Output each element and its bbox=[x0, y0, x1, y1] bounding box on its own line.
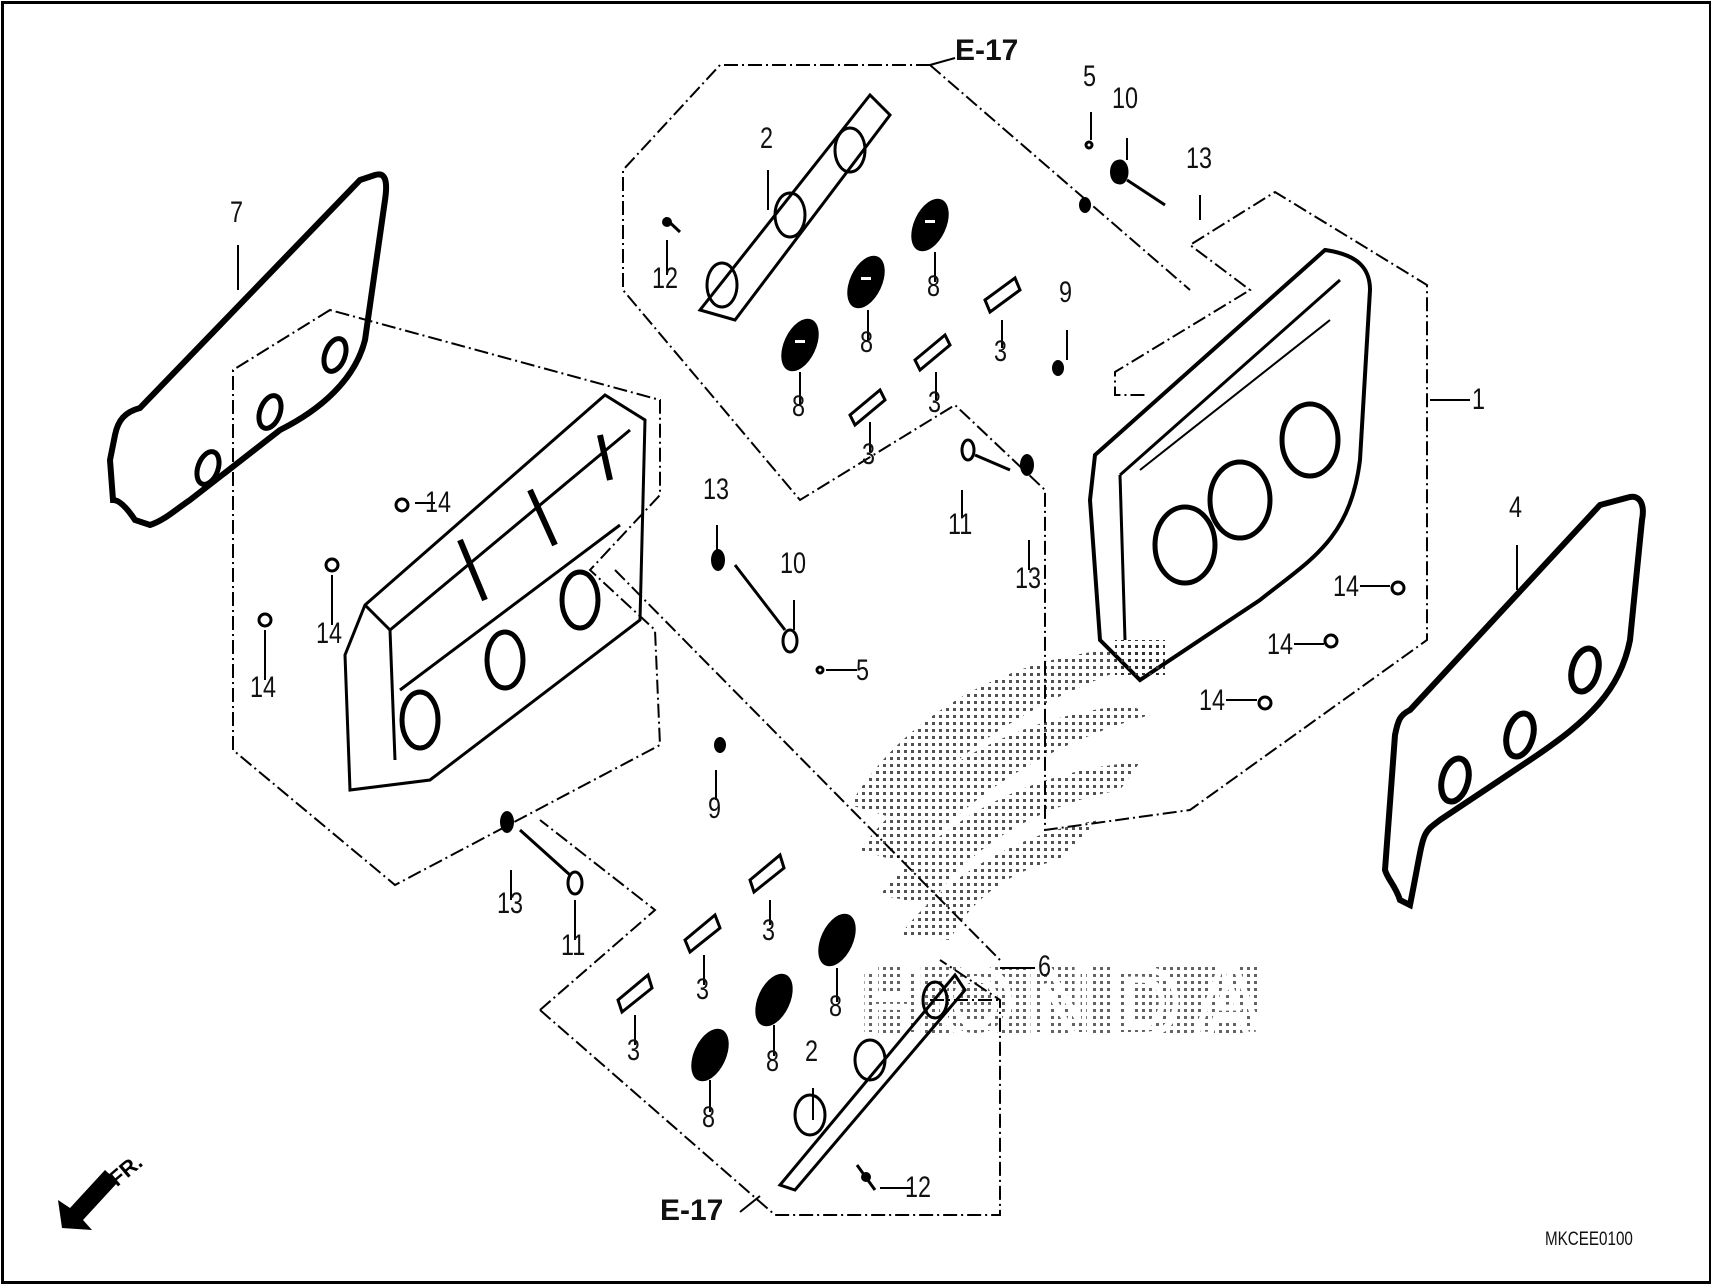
gasket-part-2-top bbox=[697, 92, 892, 322]
callout-3-top-b: 3 bbox=[928, 386, 942, 419]
callout-11-right: 11 bbox=[948, 508, 973, 541]
callout-3-bottom-b: 3 bbox=[696, 973, 710, 1006]
gasket-part-7 bbox=[106, 171, 390, 529]
spark-plug-seals-top bbox=[781, 198, 949, 372]
callout-14-left-a: 14 bbox=[425, 486, 452, 519]
group-boundary-bottom bbox=[539, 819, 1001, 1216]
callout-14-right-c: 14 bbox=[1199, 684, 1226, 717]
gasket-part-2-bottom bbox=[777, 972, 967, 1192]
group-boundary-top-diagonal bbox=[929, 64, 1191, 291]
figure-code: MKCEE0100 bbox=[1545, 1229, 1633, 1250]
callout-2-bottom: 2 bbox=[805, 1035, 819, 1068]
callout-9-bottom: 9 bbox=[708, 792, 722, 825]
group-boundary-diagonal-6 bbox=[614, 569, 1001, 961]
callout-13-bottom-left: 13 bbox=[497, 887, 524, 920]
honda-text-watermark: HONDA bbox=[855, 949, 1277, 1056]
callout-8-top-b: 8 bbox=[860, 326, 874, 359]
spark-plug-seals-bottom bbox=[691, 913, 856, 1082]
callout-3-bottom-a: 3 bbox=[762, 914, 776, 947]
callout-8-bottom-a: 8 bbox=[829, 990, 843, 1023]
callout-11-bottom-left: 11 bbox=[561, 929, 586, 962]
rubber-seals-bottom bbox=[616, 852, 786, 1015]
callout-9-top: 9 bbox=[1059, 276, 1073, 309]
callout-8-bottom-c: 8 bbox=[702, 1101, 716, 1134]
callout-10-top: 10 bbox=[1112, 82, 1139, 115]
honda-wing-watermark bbox=[850, 650, 1260, 1037]
group-boundary-left bbox=[232, 308, 662, 887]
callout-10-left: 10 bbox=[780, 547, 807, 580]
callout-14-left-c: 14 bbox=[250, 671, 277, 704]
head-cover-part-1 bbox=[1087, 247, 1373, 683]
callout-13-left: 13 bbox=[703, 473, 730, 506]
front-arrow-icon bbox=[58, 1170, 118, 1230]
reference-e17-bottom[interactable]: E-17 bbox=[660, 1194, 724, 1227]
callout-8-top-c: 8 bbox=[792, 390, 806, 423]
rubber-seals-top bbox=[848, 275, 1022, 428]
callout-3-top-c: 3 bbox=[862, 438, 876, 471]
callout-5-left: 5 bbox=[856, 654, 870, 687]
callout-4: 4 bbox=[1509, 491, 1523, 524]
callout-14-left-b: 14 bbox=[316, 617, 343, 650]
callout-6: 6 bbox=[1038, 950, 1052, 983]
callout-12-bottom: 12 bbox=[905, 1171, 932, 1204]
callout-5-top: 5 bbox=[1083, 60, 1097, 93]
callout-14-right-b: 14 bbox=[1267, 628, 1294, 661]
callout-3-bottom-c: 3 bbox=[627, 1034, 641, 1067]
callout-3-top-a: 3 bbox=[994, 335, 1008, 368]
callout-7: 7 bbox=[230, 196, 244, 229]
callout-2-top: 2 bbox=[760, 122, 774, 155]
callout-8-bottom-b: 8 bbox=[766, 1045, 780, 1078]
head-cover-part-6 bbox=[343, 393, 647, 792]
callout-13-top: 13 bbox=[1186, 142, 1213, 175]
reference-e17-top[interactable]: E-17 bbox=[955, 34, 1019, 67]
callout-12-top: 12 bbox=[652, 262, 679, 295]
group-boundary-right bbox=[622, 64, 1428, 832]
callout-13-right: 13 bbox=[1015, 562, 1042, 595]
callout-8-top-a: 8 bbox=[927, 270, 941, 303]
callout-14-right-a: 14 bbox=[1333, 570, 1360, 603]
callout-1: 1 bbox=[1472, 383, 1486, 416]
gasket-part-4 bbox=[1381, 493, 1646, 910]
